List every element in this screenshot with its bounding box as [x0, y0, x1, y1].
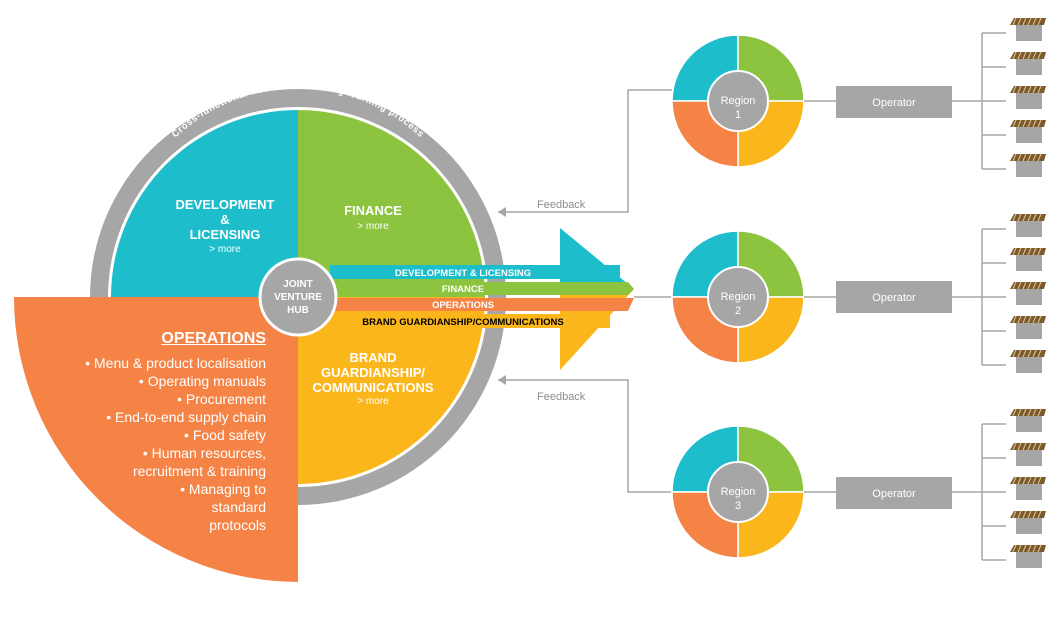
band-label-finance: FINANCE: [442, 284, 484, 295]
region-2[interactable]: Region 2: [671, 230, 805, 364]
operator-1-label: Operator: [872, 97, 916, 109]
brand-title-line-2: GUARDIANSHIP/: [321, 365, 425, 380]
store-icon: [1010, 153, 1046, 177]
operations-title[interactable]: OPERATIONS: [161, 330, 266, 347]
store-icon: [1010, 349, 1046, 373]
finance-label: FINANCE > more: [344, 203, 402, 232]
operations-item-8: • Managing to: [180, 481, 266, 497]
operations-item-5: • Food safety: [184, 427, 266, 443]
band-brand: [330, 314, 610, 328]
store-icon: [1010, 51, 1046, 75]
operations-item-2: • Operating manuals: [138, 373, 266, 389]
hub-label-line-3: HUB: [287, 305, 309, 316]
development-label: DEVELOPMENT & LICENSING > more: [176, 197, 275, 255]
band-label-development: DEVELOPMENT & LICENSING: [395, 268, 531, 279]
region-2-number: 2: [735, 305, 741, 317]
hub-label-line-1: JOINT: [283, 279, 312, 290]
band-operations: [330, 298, 628, 311]
brand-label: BRAND GUARDIANSHIP/ COMMUNICATIONS > mor…: [312, 350, 433, 407]
store-icon: [1010, 315, 1046, 339]
region-1-label: Region: [721, 95, 756, 107]
band-label-brand: BRAND GUARDIANSHIP/COMMUNICATIONS: [362, 317, 563, 328]
band-development: [330, 265, 620, 279]
quadrant-brand[interactable]: [298, 297, 485, 484]
operations-item-3: • Procurement: [177, 391, 266, 407]
store-icon: [1010, 281, 1046, 305]
operations-item-9: standard: [211, 499, 266, 515]
region-1[interactable]: Region 1: [671, 34, 805, 168]
store-icon: [1010, 510, 1046, 534]
band-finance: [330, 282, 628, 295]
quadrant-finance[interactable]: [298, 110, 485, 297]
operations-item-6: • Human resources,: [142, 445, 266, 461]
brand-title-line-3: COMMUNICATIONS: [312, 380, 433, 395]
operator-3-label: Operator: [872, 488, 916, 500]
store-icon: [1010, 476, 1046, 500]
region-1-number: 1: [735, 109, 741, 121]
store-icon: [1010, 213, 1046, 237]
joint-venture-hub[interactable]: [258, 257, 338, 337]
feedback-label-top: Feedback: [537, 199, 586, 211]
operator-2-box[interactable]: [836, 281, 952, 313]
operations-item-1: • Menu & product localisation: [85, 355, 266, 371]
development-title-line-1: DEVELOPMENT: [176, 197, 275, 212]
operations-item-10: protocols: [209, 517, 266, 533]
operator-1-box[interactable]: [836, 86, 952, 118]
development-title-line-3: LICENSING: [190, 227, 261, 242]
operations-item-7: recruitment & training: [132, 463, 266, 479]
region-3-number: 3: [735, 500, 741, 512]
store-icon: [1010, 442, 1046, 466]
store-icon: [1010, 408, 1046, 432]
store-icon: [1010, 85, 1046, 109]
hub-label-line-2: VENTURE: [274, 292, 322, 303]
operator-2-label: Operator: [872, 292, 916, 304]
development-title-line-2: &: [220, 212, 229, 227]
band-operations-tip: [628, 298, 634, 311]
store-icon: [1010, 544, 1046, 568]
development-more-link[interactable]: > more: [209, 244, 241, 255]
brand-title-line-1: BRAND: [350, 350, 397, 365]
brand-more-link[interactable]: > more: [357, 396, 389, 407]
operations-item-4: • End-to-end supply chain: [106, 409, 266, 425]
store-icon: [1010, 119, 1046, 143]
region-3-label: Region: [721, 486, 756, 498]
finance-more-link[interactable]: > more: [357, 221, 389, 232]
operator-3-box[interactable]: [836, 477, 952, 509]
operations-panel-shape[interactable]: [14, 297, 298, 582]
store-icon: [1010, 247, 1046, 271]
quadrant-development[interactable]: [111, 110, 298, 297]
region-3[interactable]: Region 3: [671, 425, 805, 559]
band-finance-tip: [628, 282, 634, 295]
arrow-head-top: [560, 228, 634, 289]
store-icon: [1010, 17, 1046, 41]
region-connectors: [498, 89, 672, 493]
band-label-operations: OPERATIONS: [432, 300, 494, 311]
outlet-branches: [952, 17, 1046, 568]
feedback-label-bottom: Feedback: [537, 391, 586, 403]
region-2-label: Region: [721, 291, 756, 303]
operations-panel: OPERATIONS • Menu & product localisation…: [30, 330, 266, 534]
finance-title: FINANCE: [344, 203, 402, 218]
